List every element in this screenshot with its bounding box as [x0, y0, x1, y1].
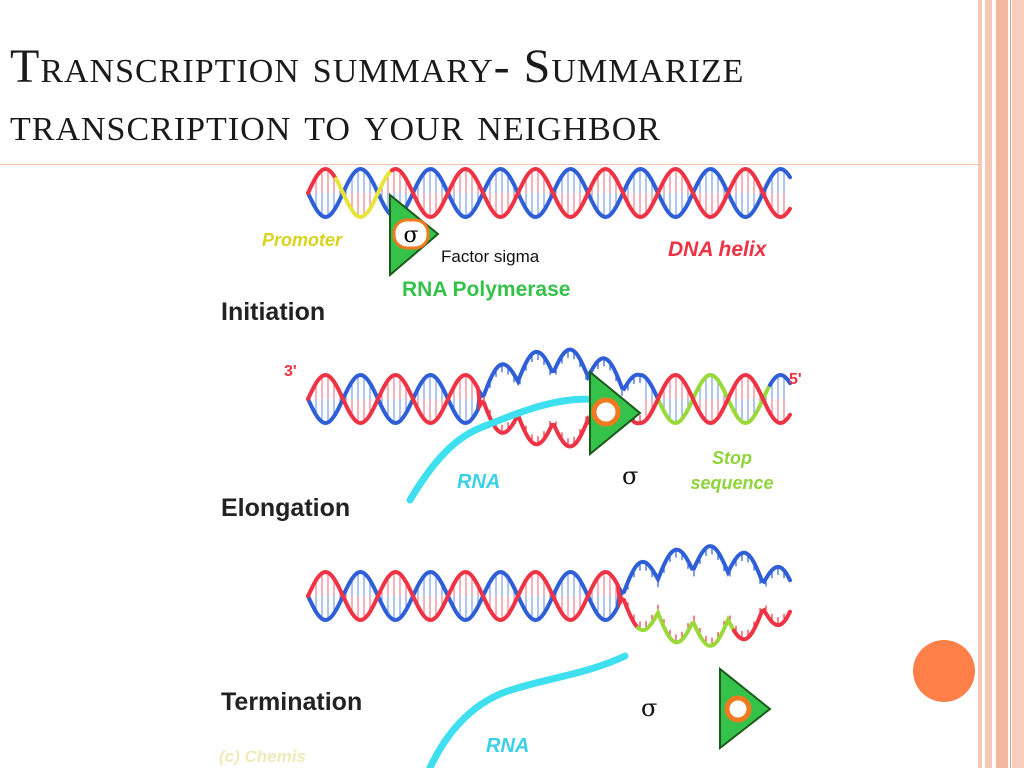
orange-circle-decor [913, 640, 975, 702]
factor-sigma-label: Factor sigma [441, 247, 540, 266]
rna-polymerase-released [719, 666, 772, 751]
rna-strand-termination [426, 652, 629, 768]
three-prime-label: 3' [284, 363, 297, 380]
rna-label-elongation: RNA [457, 471, 500, 493]
dna-helix-initiation [306, 166, 792, 220]
title-divider [0, 164, 978, 165]
decor-bar [1012, 0, 1024, 768]
promoter-label: Promoter [262, 230, 343, 250]
copyright-text: (c) Chemis [219, 747, 306, 766]
decor-bar-line [1010, 0, 1011, 768]
dna-strand [656, 372, 772, 426]
rna-strand-elongation [406, 395, 604, 504]
dna-strand [390, 166, 792, 220]
dna-helix-label: DNA helix [668, 238, 768, 261]
five-prime-label: 5' [789, 371, 802, 388]
dna-strand [306, 372, 792, 449]
dna-strand [334, 168, 394, 220]
dna-strand [768, 372, 792, 387]
decor-bar [996, 0, 1008, 768]
stage-label-elongation: Elongation [221, 494, 350, 522]
rna-label-termination: RNA [486, 735, 529, 757]
title-line-1: Transcription summary- Summarize [10, 40, 745, 93]
dna-strand [306, 166, 338, 195]
rna-polymerase-elongation [589, 369, 642, 457]
dna-strand [732, 607, 792, 642]
stage-label-termination: Termination [221, 688, 362, 716]
dna-strand [306, 347, 660, 426]
dna-strand [306, 569, 640, 630]
sigma-released-termination: σ [641, 694, 657, 722]
stage-label-initiation: Initiation [221, 298, 325, 326]
title-line-2: transcription to your neighbor [10, 98, 661, 151]
rna-polymerase-label: RNA Polymerase [402, 278, 570, 301]
sigma-factor-symbol: σ [403, 223, 418, 248]
sequence-label: sequence [690, 473, 773, 493]
dna-strand [306, 544, 792, 623]
sigma-released-elongation: σ [622, 462, 638, 490]
dna-helix-termination [306, 544, 792, 648]
dna-strand [306, 166, 792, 220]
slide-title: Transcription summary- Summarize transcr… [10, 38, 960, 154]
rna-polymerase-initiation: σ [389, 192, 440, 278]
dna-helix-elongation [306, 347, 792, 449]
decor-bar [978, 0, 982, 768]
dna-strand [636, 608, 736, 648]
decor-bar [985, 0, 992, 768]
stop-label: Stop [712, 448, 752, 468]
